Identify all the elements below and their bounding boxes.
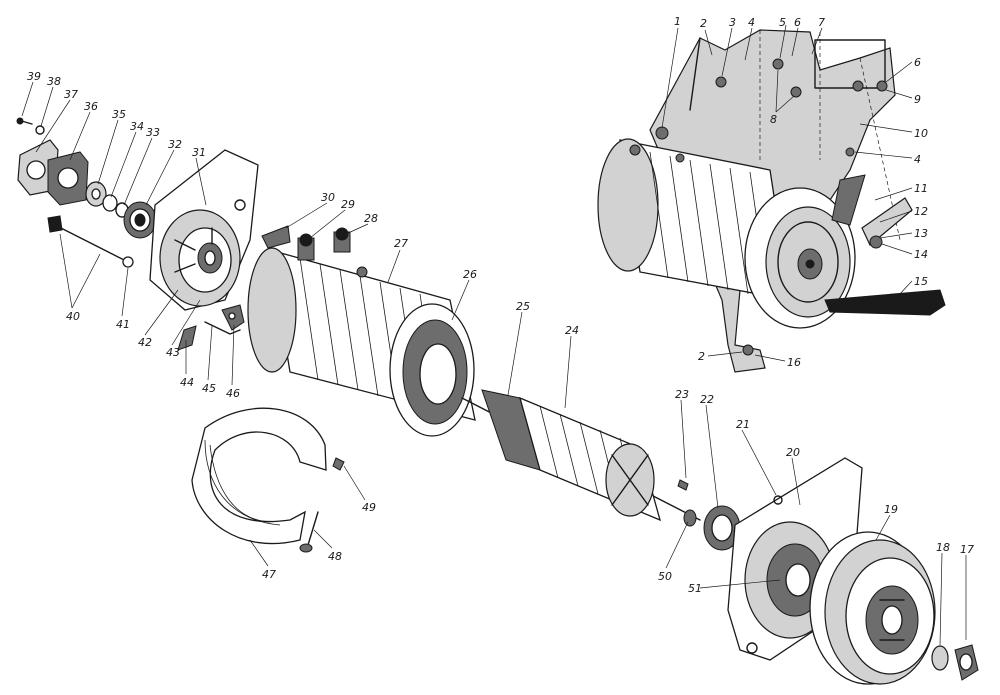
callout-50: 50 (658, 570, 672, 583)
callout-49: 49 (362, 501, 376, 514)
callout-20: 20 (786, 446, 800, 459)
callout-26: 26 (463, 268, 477, 281)
callout-21: 21 (736, 418, 750, 431)
callout-48: 48 (328, 550, 342, 563)
bearing-22 (703, 505, 741, 551)
callout-23: 23 (675, 388, 689, 401)
callout-7: 7 (818, 16, 825, 29)
callout-3: 3 (729, 16, 736, 29)
key-23 (677, 479, 689, 491)
bearing-32 (123, 201, 157, 239)
brush-parts (177, 304, 245, 351)
callout-4-top: 4 (748, 16, 755, 29)
callout-34: 34 (130, 120, 144, 133)
callout-13: 13 (914, 227, 928, 240)
callout-25: 25 (516, 300, 530, 313)
callout-4-right: 4 (914, 153, 921, 166)
callout-2-bottom: 2 (698, 350, 705, 363)
pulley-19 (809, 531, 936, 685)
callout-42: 42 (138, 336, 152, 349)
callout-6-right: 6 (914, 56, 921, 69)
callout-6-top: 6 (794, 16, 801, 29)
nut-49 (332, 457, 345, 471)
callout-35: 35 (112, 108, 126, 121)
callout-24: 24 (565, 324, 579, 337)
screw-39 (16, 117, 33, 125)
through-bolts-40 (47, 215, 134, 268)
front-end-assembly (677, 457, 979, 685)
callout-33: 33 (146, 126, 160, 139)
callout-16: 16 (787, 356, 801, 369)
callout-43: 43 (166, 346, 180, 359)
rear-cover-assembly (16, 117, 259, 351)
callout-39: 39 (27, 70, 41, 83)
callout-37: 37 (64, 88, 78, 101)
terminals (297, 227, 368, 278)
terminal-clip-30 (261, 225, 291, 249)
callout-47: 47 (262, 568, 276, 581)
callout-8: 8 (770, 113, 777, 126)
ring-34 (102, 194, 118, 212)
assembled-generator (597, 29, 946, 373)
callout-51: 51 (688, 582, 702, 595)
callout-12: 12 (914, 205, 928, 218)
callout-32: 32 (168, 138, 182, 151)
callout-15: 15 (914, 275, 928, 288)
nut-17 (954, 644, 979, 681)
callout-28: 28 (364, 212, 378, 225)
callout-27: 27 (394, 237, 408, 250)
callout-5: 5 (779, 16, 786, 29)
callout-14: 14 (914, 248, 928, 261)
callout-29: 29 (341, 198, 355, 211)
callout-22: 22 (700, 393, 714, 406)
callout-30: 30 (321, 191, 335, 204)
washer-18 (931, 645, 949, 671)
callout-18: 18 (936, 541, 950, 554)
cover-band-47 (191, 407, 327, 545)
callout-labels: 1 2 3 4 5 6 7 6 8 9 10 4 11 12 13 14 15 … (27, 15, 974, 595)
callout-17: 17 (960, 543, 974, 556)
callout-1: 1 (674, 15, 681, 28)
callout-9: 9 (914, 93, 921, 106)
callout-10: 10 (914, 127, 928, 140)
callout-46: 46 (226, 387, 240, 400)
rear-end-shield-31 (149, 149, 259, 311)
housing-stripes (649, 151, 769, 299)
callout-38: 38 (47, 75, 61, 88)
callout-36: 36 (84, 100, 98, 113)
callout-41: 41 (116, 318, 130, 331)
screw-48 (299, 511, 319, 553)
stator-housing (247, 225, 476, 437)
armature (461, 389, 701, 527)
callout-44: 44 (180, 376, 194, 389)
callout-40: 40 (66, 310, 80, 323)
callout-45: 45 (202, 382, 216, 395)
callout-31: 31 (192, 146, 206, 159)
washer-38 (35, 125, 45, 135)
leader-lines (21, 24, 967, 646)
callout-19: 19 (884, 503, 898, 516)
callout-2-bracket: 2 (700, 17, 707, 30)
callout-11: 11 (914, 182, 928, 195)
